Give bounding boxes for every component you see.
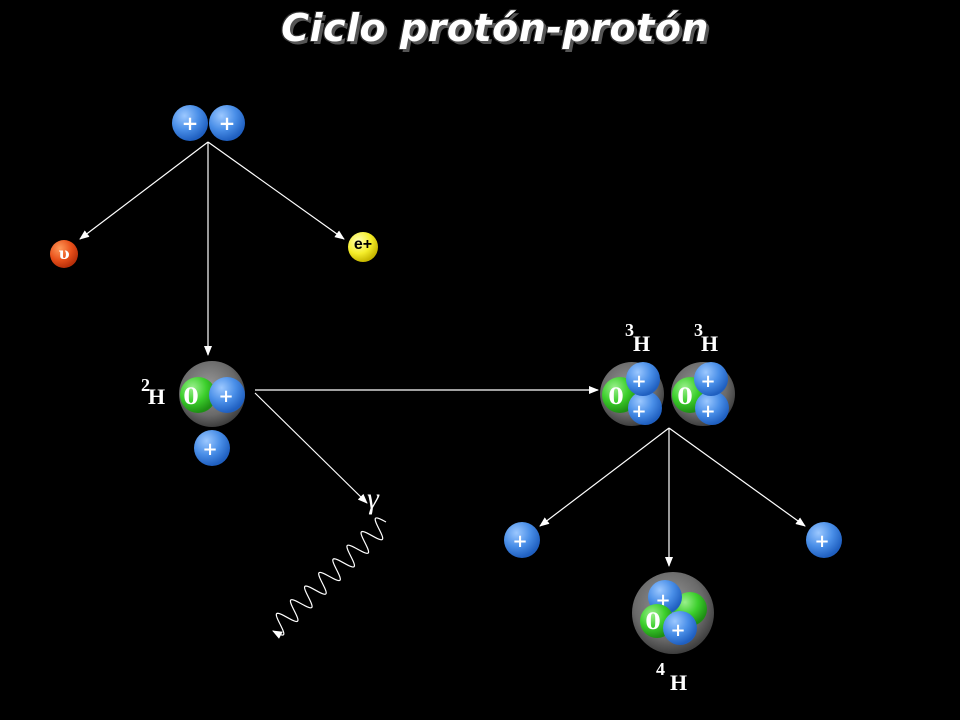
svg-text:4: 4 (656, 659, 665, 679)
helium3-label-left: 3 H (625, 320, 650, 356)
reaction-arrows (79, 141, 806, 567)
positron: e+ (348, 232, 378, 262)
helium3-nucleus-left: 0 + + (600, 362, 664, 426)
released-proton-left: + (504, 522, 540, 558)
released-proton-right: + (806, 522, 842, 558)
deuterium-nucleus: 0 + (179, 361, 245, 427)
svg-text:+: + (182, 111, 199, 135)
svg-text:0: 0 (677, 384, 692, 410)
svg-text:H: H (701, 331, 718, 356)
svg-text:3: 3 (625, 320, 634, 340)
svg-text:+: + (219, 111, 236, 135)
arrow-to-gamma (254, 392, 368, 504)
svg-text:0: 0 (183, 384, 198, 410)
svg-text:+: + (670, 620, 685, 641)
proton: + (663, 611, 697, 645)
svg-text:H: H (148, 384, 165, 409)
proton: + (209, 105, 245, 141)
svg-text:υ: υ (58, 244, 69, 263)
svg-text:H: H (633, 331, 650, 356)
svg-text:+: + (202, 439, 217, 460)
svg-text:+: + (631, 371, 646, 392)
proton: + (172, 105, 208, 141)
neutron: 0 (180, 377, 216, 413)
arrow-to-neutrino (79, 141, 209, 240)
arrow-to-positron (207, 141, 345, 240)
proton: + (694, 362, 728, 396)
gamma-photon: γ (272, 482, 387, 639)
deuterium-label: 2 H (141, 375, 165, 409)
gamma-wave (272, 517, 387, 639)
svg-text:0: 0 (645, 609, 660, 635)
neutrino: υ (50, 240, 78, 268)
svg-text:H: H (670, 670, 687, 695)
proton: + (695, 391, 729, 425)
diagram-title: Ciclo protón-protón (281, 6, 709, 50)
svg-text:+: + (512, 531, 527, 552)
svg-text:3: 3 (694, 320, 703, 340)
proton: + (209, 377, 245, 413)
helium4-nucleus: + 0 + (632, 572, 714, 654)
svg-text:+: + (218, 386, 233, 407)
svg-text:e+: e+ (354, 236, 372, 253)
helium3-nucleus-right: 0 + + (671, 362, 735, 426)
arrow-to-proton-left (539, 427, 670, 527)
svg-text:+: + (700, 371, 715, 392)
svg-text:0: 0 (608, 384, 623, 410)
proton: + (194, 430, 230, 466)
helium3-label-right: 3 H (694, 320, 718, 356)
proton: + (628, 391, 662, 425)
helium4-label: 4 H (656, 659, 687, 695)
svg-text:2: 2 (141, 375, 150, 395)
svg-text:+: + (631, 401, 646, 422)
arrow-to-proton-right (668, 427, 806, 527)
svg-text:+: + (700, 401, 715, 422)
svg-text:γ: γ (367, 482, 380, 515)
svg-text:+: + (814, 531, 829, 552)
initial-proton-pair: + + (172, 105, 245, 141)
proton: + (626, 362, 660, 396)
